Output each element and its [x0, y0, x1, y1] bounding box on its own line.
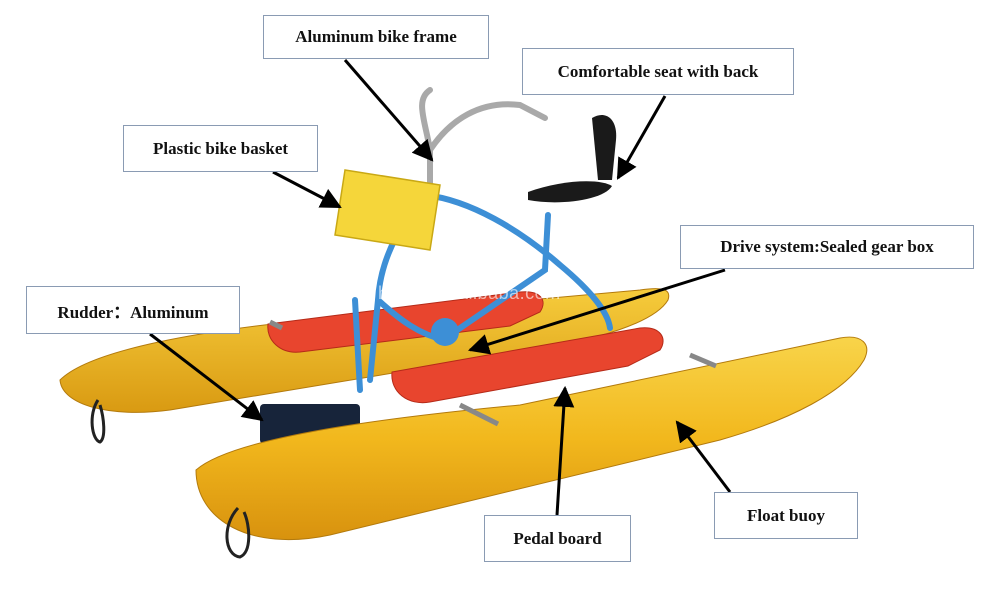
back-buoy-rope	[90, 399, 106, 444]
board-support-rod	[458, 402, 500, 427]
front-float-buoy	[195, 336, 868, 540]
board-support-rod	[268, 319, 284, 331]
board-support-rod	[689, 352, 717, 369]
front-buoy-rope	[225, 506, 251, 559]
label-float-buoy: Float buoy	[714, 492, 858, 539]
bike-basket	[334, 169, 441, 251]
bike-seat	[528, 114, 617, 203]
label-aluminum-bike-frame: Aluminum bike frame	[263, 15, 489, 59]
watermark-text: heitro.en.alibaba.com	[378, 283, 561, 303]
label-pedal-board: Pedal board	[484, 515, 631, 562]
label-comfortable-seat: Comfortable seat with back	[522, 48, 794, 95]
label-rudder: Rudder：Aluminum	[26, 286, 240, 334]
label-plastic-bike-basket: Plastic bike basket	[123, 125, 318, 172]
handlebar	[419, 87, 548, 198]
gear-box	[431, 318, 459, 346]
label-drive-system: Drive system:Sealed gear box	[680, 225, 974, 269]
